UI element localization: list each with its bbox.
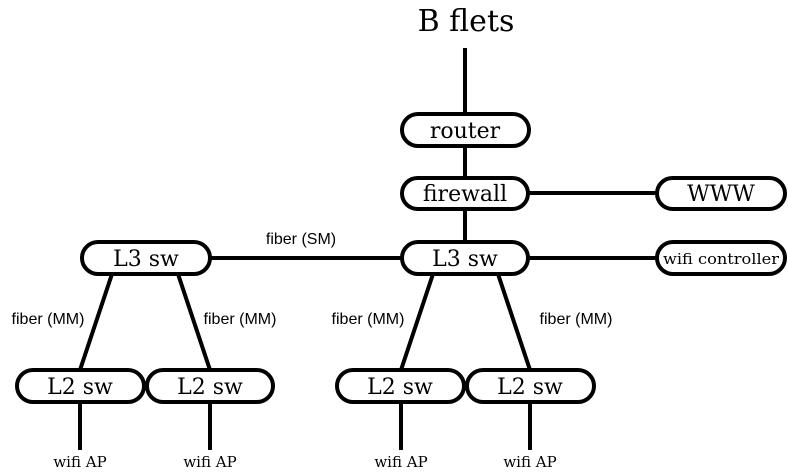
edge-label-fiber-sm: fiber (SM) <box>266 231 336 248</box>
links <box>78 48 657 450</box>
link-l3left-l2-2 <box>176 273 212 371</box>
edge-label-fiber-mm-4: fiber (MM) <box>540 311 613 328</box>
link-l3right-l2-4 <box>496 273 532 371</box>
www-node: WWW <box>655 176 787 211</box>
edge-label-fiber-mm-3: fiber (MM) <box>332 311 405 328</box>
l2-switch-1-label: L2 sw <box>47 375 113 400</box>
l3-switch-left-node: L3 sw <box>80 240 212 276</box>
l3-switch-right-label: L3 sw <box>432 247 498 272</box>
firewall-node: firewall <box>400 176 530 211</box>
l2-switch-2-node: L2 sw <box>145 368 275 404</box>
wifi-controller-label: wifi controller <box>663 250 780 268</box>
diagram-title: B flets <box>418 4 515 39</box>
wifi-controller-node: wifi controller <box>655 240 787 276</box>
wifi-ap-3-label: wifi AP <box>374 453 427 471</box>
l3-switch-right-node: L3 sw <box>400 240 530 276</box>
wifi-ap-2-label: wifi AP <box>183 453 236 471</box>
edge-label-fiber-mm-2: fiber (MM) <box>204 311 277 328</box>
router-node: router <box>400 112 531 148</box>
l2-switch-3-label: L2 sw <box>367 375 433 400</box>
l2-switch-4-label: L2 sw <box>497 375 563 400</box>
edge-label-fiber-mm-1: fiber (MM) <box>12 311 85 328</box>
router-label: router <box>430 119 501 144</box>
firewall-label: firewall <box>423 182 507 207</box>
link-l3right-l2-3 <box>399 273 435 371</box>
l3-switch-left-label: L3 sw <box>113 247 179 272</box>
www-label: WWW <box>687 182 755 207</box>
l2-switch-4-node: L2 sw <box>465 368 596 404</box>
l2-switch-1-node: L2 sw <box>15 368 146 404</box>
link-l3left-l2-1 <box>78 273 114 371</box>
l2-switch-2-label: L2 sw <box>177 375 243 400</box>
wifi-ap-1-label: wifi AP <box>53 453 106 471</box>
l2-switch-3-node: L2 sw <box>335 368 466 404</box>
wifi-ap-4-label: wifi AP <box>503 453 556 471</box>
